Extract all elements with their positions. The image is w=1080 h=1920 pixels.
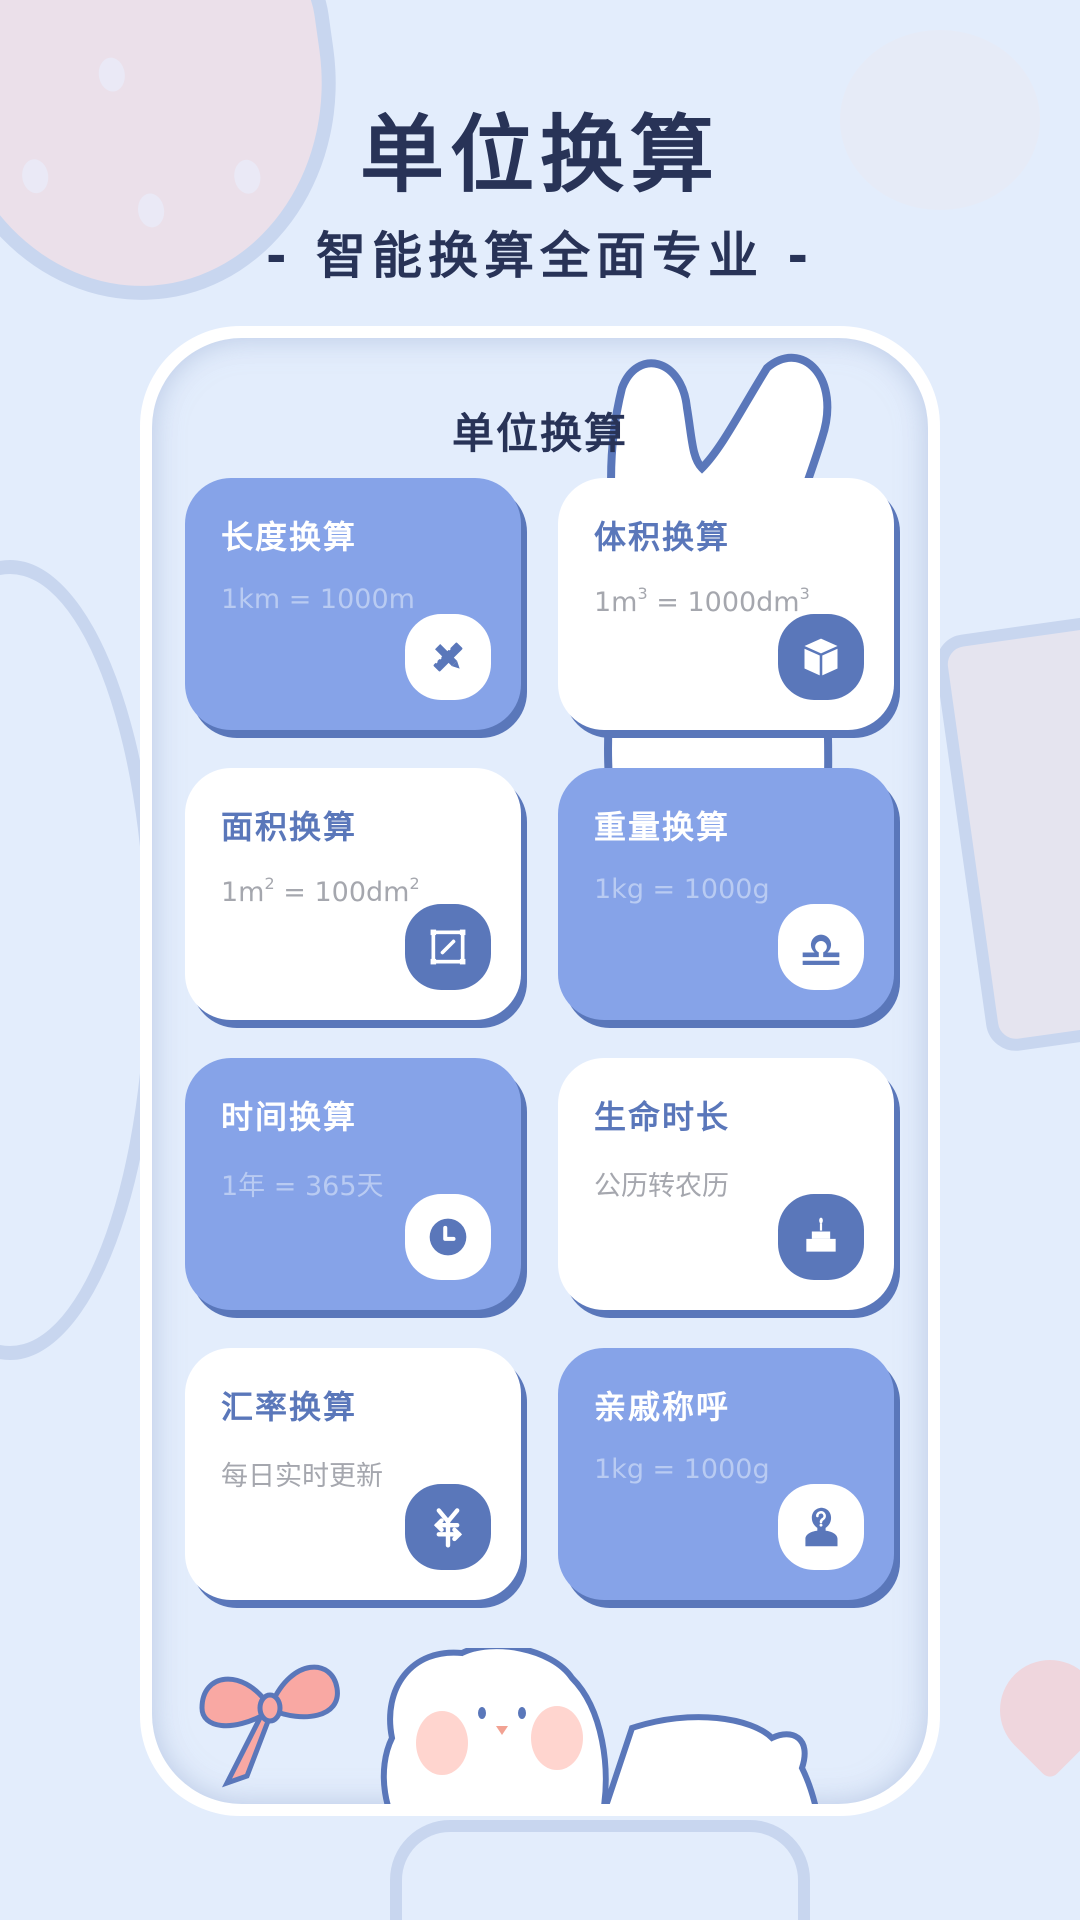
card-exchange-rate[interactable]: 汇率换算 每日实时更新	[185, 1348, 521, 1600]
card-title: 长度换算	[221, 518, 358, 556]
card-title: 生命时长	[594, 1098, 731, 1136]
card-title: 汇率换算	[221, 1388, 358, 1426]
birthday-cake-icon	[778, 1194, 864, 1280]
bow-decoration	[199, 1664, 340, 1788]
card-relative-titles[interactable]: 亲戚称呼 1kg = 1000g	[558, 1348, 894, 1600]
clock-icon	[405, 1194, 491, 1280]
card-desc: 公历转农历	[594, 1171, 729, 1202]
card-desc: 1km = 1000m	[221, 584, 415, 615]
card-weight-conversion[interactable]: 重量换算 1kg = 1000g	[558, 768, 894, 1020]
background-blob	[840, 30, 1040, 210]
card-volume-conversion[interactable]: 体积换算 1m3 = 1000dm3	[558, 478, 894, 730]
background-outline-bottom	[390, 1820, 810, 1920]
background-cup-decoration	[931, 605, 1080, 1055]
card-title: 体积换算	[594, 518, 731, 556]
card-desc: 1kg = 1000g	[594, 1454, 770, 1485]
background-outline-left	[0, 560, 160, 1360]
cube-icon	[778, 614, 864, 700]
card-desc: 1年 = 365天	[221, 1171, 384, 1202]
app-screen: 单位换算 长度换算 1km = 1000m 体积换算 1m3 = 1000dm3	[152, 338, 928, 1804]
hero-title: 单位换算	[359, 106, 720, 204]
card-title: 面积换算	[221, 808, 358, 846]
card-title: 重量换算	[594, 808, 731, 846]
pencil-ruler-icon	[405, 614, 491, 700]
screen-title: 单位换算	[451, 409, 628, 458]
phone-mockup: 单位换算 长度换算 1km = 1000m 体积换算 1m3 = 1000dm3	[140, 326, 940, 1816]
yen-exchange-icon	[405, 1484, 491, 1570]
card-desc: 1m3 = 1000dm3	[594, 584, 810, 618]
card-lifespan[interactable]: 生命时长 公历转农历	[558, 1058, 894, 1310]
card-title: 时间换算	[221, 1098, 358, 1136]
card-title: 亲戚称呼	[594, 1388, 731, 1426]
person-question-icon	[778, 1484, 864, 1570]
card-desc: 1kg = 1000g	[594, 874, 770, 905]
hero-subtitle: - 智能换算全面专业 -	[265, 227, 815, 285]
cloud-creature-illustration	[380, 1648, 819, 1804]
area-square-icon	[405, 904, 491, 990]
card-length-conversion[interactable]: 长度换算 1km = 1000m	[185, 478, 521, 730]
heart-decoration	[979, 1639, 1080, 1781]
card-area-conversion[interactable]: 面积换算 1m2 = 100dm2	[185, 768, 521, 1020]
scale-libra-icon	[778, 904, 864, 990]
converter-grid: 长度换算 1km = 1000m 体积换算 1m3 = 1000dm3	[185, 478, 895, 1600]
card-time-conversion[interactable]: 时间换算 1年 = 365天	[185, 1058, 521, 1310]
card-desc: 每日实时更新	[221, 1461, 383, 1492]
card-desc: 1m2 = 100dm2	[221, 874, 420, 908]
